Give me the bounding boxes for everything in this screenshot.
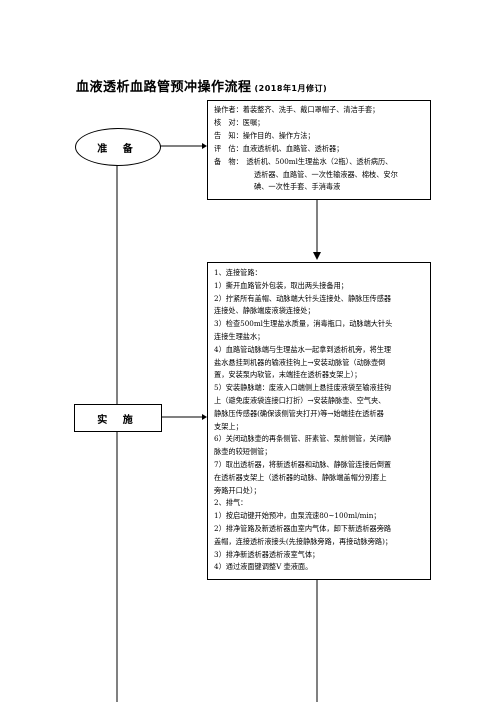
stage-implement-label: 实 施 — [97, 414, 139, 426]
prep-line: 告 知：操作目的、操作方法； — [214, 130, 315, 140]
title-revision: (2018年1月修订) — [254, 84, 328, 93]
impl-line: 脉壶的较短侧管； — [214, 447, 272, 457]
impl-line: 连接生理盐水； — [214, 331, 265, 341]
impl-line: 在透析器支架上（透析器的动脉、静脉端盖帽分别套上 — [214, 472, 387, 482]
prep-line: 评 估：血液透析机、血路管、透析器； — [214, 143, 344, 153]
impl-line: 2）拧紧所有盖帽、动脉端大针头连接处、静脉压传感器 — [214, 293, 392, 303]
prep-line: 碘、一次性手套、手消毒液 — [254, 182, 341, 192]
impl-line: 支架上； — [214, 421, 243, 431]
impl-box: 1、连接管路： 1）撕开血路管外包装，取出两头接备用； 2）拧紧所有盖帽、动脉端… — [207, 262, 431, 580]
prep-box: 操作者：着装整齐、洗手、戴口罩帽子、清洁手套； 核 对：医嘱； 告 知：操作目的… — [207, 100, 431, 200]
impl-line: 7）取出透析器，将新透析器和动脉、静脉管连接后倒置 — [214, 459, 392, 469]
impl-line: 静脉压传感器(确保该侧管夹打开)等→始端挂在透析器 — [214, 408, 384, 418]
stage-prepare: 准 备 — [75, 128, 161, 166]
impl-line: 4）血路管动脉端与生理盐水一起拿到透析机旁，将生理 — [214, 344, 392, 354]
impl-line: 3）检查500ml生理盐水质量，消毒瓶口，动脉端大针头 — [214, 319, 393, 329]
impl-line: 1）按启动键开始预冲，血泵流速80~100ml/min； — [214, 511, 381, 521]
impl-line: 5）安装静脉端：废液入口端侧上悬挂废液袋至输液挂钩 — [214, 383, 392, 393]
page-title: 血液透析血路管预冲操作流程(2018年1月修订) — [76, 76, 327, 95]
impl-line: 上（避免废液袋连接口打折）→安装静脉壶、空气夹、 — [214, 395, 386, 405]
stage-prepare-label: 准 备 — [97, 143, 139, 155]
impl-line: 4）通过液面键调整V 壶液面。 — [214, 562, 313, 572]
impl-line: 1、连接管路： — [214, 268, 262, 277]
impl-line: 连接处、静脉端废液袋连接处； — [214, 306, 315, 316]
prep-line: 核 对：医嘱； — [214, 117, 265, 127]
prep-line: 备 物： 透析机、500ml生理盐水（2瓶）、透析病历、 — [214, 156, 393, 166]
impl-line: 盐水悬挂到机器的输液挂钩上→安装动脉管（动脉壶倒 — [214, 357, 386, 367]
stage-implement: 实 施 — [74, 404, 162, 432]
impl-line: 盖帽，连接透析液接头(先接静脉旁路，再接动脉旁路)； — [214, 536, 393, 546]
impl-line: 2、排气： — [214, 498, 248, 508]
impl-line: 3）排净新透析器透析液室气体； — [214, 549, 320, 559]
impl-line: 6）关闭动脉壶的再条侧管、肝素管、泵前侧管，关闭静 — [214, 434, 392, 444]
prep-line: 操作者：着装整齐、洗手、戴口罩帽子、清洁手套； — [214, 105, 380, 114]
impl-line: 置，安装泵内软管，末端挂在透析器支架上）； — [214, 370, 362, 380]
impl-line: 2）排净管路及新透析器血室内气体，卸下新透析器旁路 — [214, 523, 392, 533]
impl-line: 1）撕开血路管外包装，取出两头接备用； — [214, 280, 348, 290]
prep-line: 透析器、血路管、一次性输液器、棉枝、安尔 — [254, 169, 398, 179]
title-main: 血液透析血路管预冲操作流程 — [76, 80, 252, 95]
impl-line: 旁路开口处）； — [214, 485, 261, 495]
